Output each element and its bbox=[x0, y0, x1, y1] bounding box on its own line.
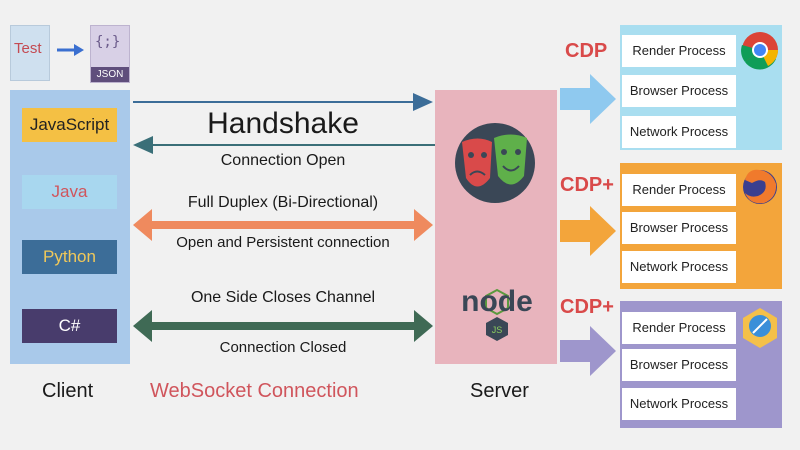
nodejs-text: node bbox=[461, 285, 533, 318]
firefox-browser-process: Browser Process bbox=[622, 212, 736, 244]
chrome-icon bbox=[741, 32, 778, 70]
json-file-icon: {;} JSON bbox=[90, 25, 130, 83]
webkit-icon bbox=[743, 308, 777, 348]
language-javascript: JavaScript bbox=[22, 108, 117, 142]
language-java: Java bbox=[22, 175, 117, 209]
server-to-chrome-arrow bbox=[560, 74, 616, 124]
client-label: Client bbox=[42, 380, 94, 402]
test-to-json-arrow bbox=[57, 44, 84, 56]
protocol-label-chrome: CDP bbox=[565, 40, 608, 62]
one-side-closes-label: One Side Closes Channel bbox=[190, 289, 376, 306]
language-csharp: C# bbox=[22, 309, 117, 343]
handshake-label: Handshake bbox=[207, 107, 359, 140]
test-file-label: Test bbox=[14, 40, 42, 57]
protocol-label-firefox: CDP+ bbox=[560, 174, 614, 196]
chrome-network-process: Network Process bbox=[622, 116, 736, 148]
playwright-icon bbox=[455, 123, 535, 203]
server-to-firefox-arrow bbox=[560, 206, 616, 256]
websocket-connection-label: WebSocket Connection bbox=[150, 380, 359, 402]
test-file-icon: Test bbox=[10, 25, 50, 81]
server-to-webkit-arrow bbox=[560, 326, 616, 376]
connection-open-arrow-left bbox=[133, 136, 435, 154]
webkit-network-process: Network Process bbox=[622, 388, 736, 420]
nodejs-sub-label: JS bbox=[492, 325, 503, 335]
nodejs-icon: JS node bbox=[461, 285, 533, 341]
full-duplex-arrow bbox=[133, 209, 433, 241]
connection-open-label: Connection Open bbox=[220, 152, 346, 169]
connection-closed-label: Connection Closed bbox=[219, 339, 347, 356]
webkit-browser-process: Browser Process bbox=[622, 349, 736, 381]
chrome-browser-process: Browser Process bbox=[622, 75, 736, 107]
server-label: Server bbox=[470, 380, 529, 402]
firefox-icon bbox=[743, 169, 777, 204]
json-tag: JSON bbox=[91, 67, 129, 82]
chrome-render-process: Render Process bbox=[622, 35, 736, 67]
open-persistent-label: Open and Persistent connection bbox=[176, 234, 390, 251]
firefox-network-process: Network Process bbox=[622, 251, 736, 283]
protocol-label-webkit: CDP+ bbox=[560, 296, 614, 318]
full-duplex-label: Full Duplex (Bi-Directional) bbox=[187, 194, 379, 211]
connection-closed-arrow bbox=[133, 310, 433, 342]
firefox-render-process: Render Process bbox=[622, 174, 736, 206]
webkit-render-process: Render Process bbox=[622, 312, 736, 344]
json-braces: {;} bbox=[95, 34, 121, 50]
language-python: Python bbox=[22, 240, 117, 274]
handshake-arrow-right bbox=[133, 93, 433, 111]
